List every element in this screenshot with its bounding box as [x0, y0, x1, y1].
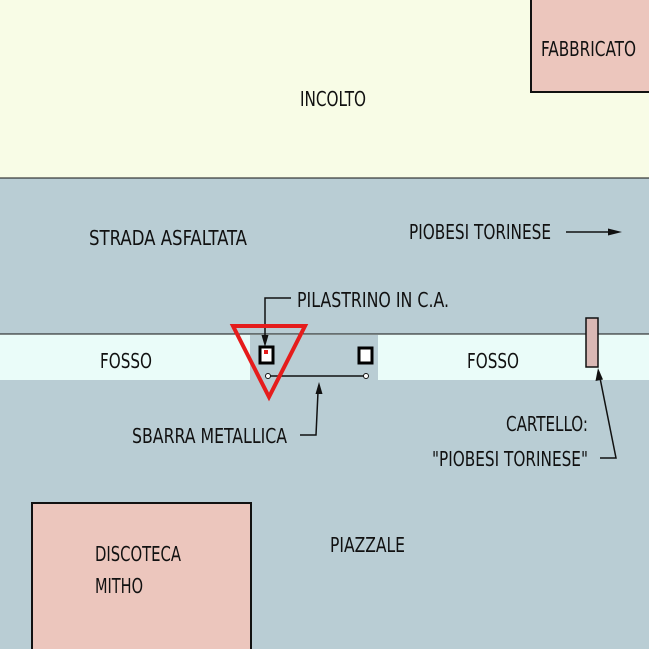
pilastrino-right	[357, 346, 374, 365]
incolto-label: INCOLTO	[300, 87, 366, 111]
cartello-label-line2: "PIOBESI TORINESE"	[432, 447, 588, 471]
piazzale-label: PIAZZALE	[330, 533, 405, 557]
warning-triangle-icon	[229, 324, 309, 402]
cartello-leader-arrow-icon	[595, 368, 617, 459]
cartello-sign	[585, 317, 599, 368]
fosso-left-label: FOSSO	[100, 349, 152, 373]
pilastrino-label: PILASTRINO IN C.A.	[297, 288, 449, 312]
direction-label: PIOBESI TORINESE	[409, 220, 551, 244]
strada-label: STRADA ASFALTATA	[89, 226, 248, 250]
cartello-label-line1: CARTELLO:	[506, 412, 588, 436]
discoteca-label-line2: MITHO	[95, 574, 143, 598]
discoteca-building	[31, 502, 252, 649]
discoteca-label-line1: DISCOTECA	[95, 542, 182, 566]
fabbricato-label: FABBRICATO	[541, 37, 636, 61]
sbarra-leader-arrow-icon	[300, 382, 323, 436]
fosso-right-label: FOSSO	[467, 349, 519, 373]
sbarra-barrier	[265, 373, 369, 379]
sbarra-label: SBARRA METALLICA	[132, 424, 288, 448]
pillar-red-dot	[264, 350, 268, 354]
fabbricato-building	[530, 0, 649, 93]
direction-arrow-icon	[566, 228, 622, 236]
pilastrino-left	[258, 345, 275, 365]
